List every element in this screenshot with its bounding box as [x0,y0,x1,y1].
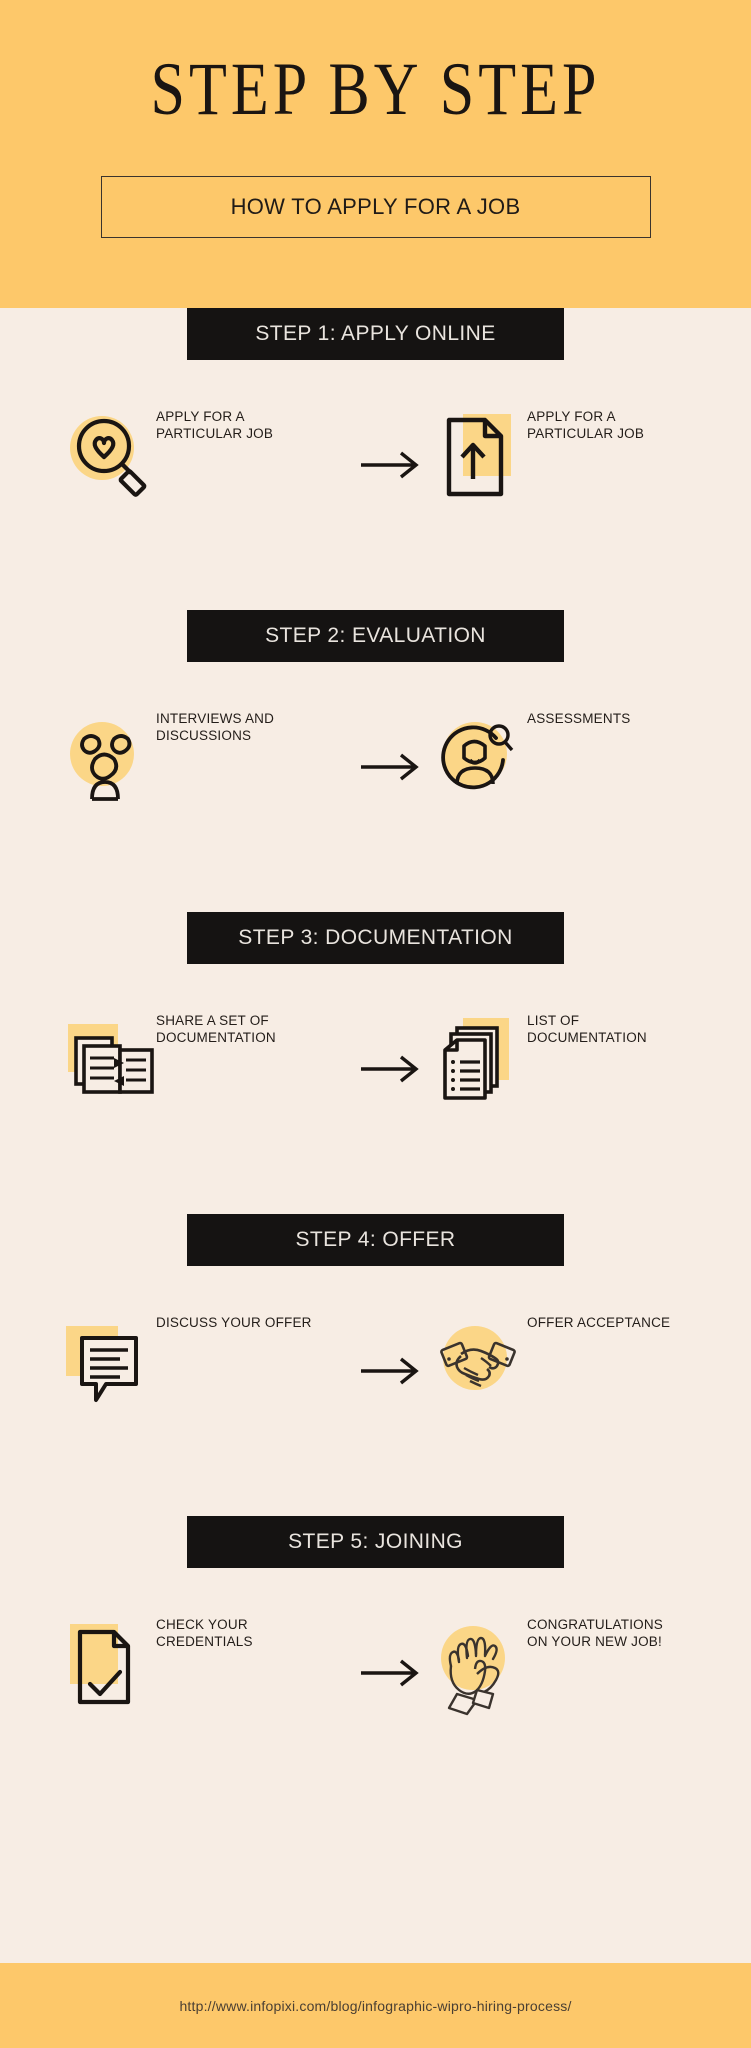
step-bar: STEP 5: JOINING [187,1516,564,1568]
step-item-right: OFFER ACCEPTANCE [433,1308,718,1416]
step-bar: STEP 2: EVALUATION [187,610,564,662]
people-group-icon [62,704,154,812]
handshake-icon [433,1308,525,1416]
step-item-left: APPLY FOR A PARTICULAR JOB [62,402,347,510]
magnifier-heart-icon [62,402,154,510]
step-bar-label: STEP 1: APPLY ONLINE [255,322,496,345]
arrow-right-icon [347,1610,433,1688]
step-item-label: SHARE A SET OF DOCUMENTATION [156,1013,276,1046]
step-row: CHECK YOUR CREDENTIALS [0,1610,751,1718]
arrow-right-icon [347,402,433,480]
steps-container: STEP 1: APPLY ONLINE APPLY FOR A PARTICU… [0,308,751,1818]
document-stack-list-icon [433,1006,525,1114]
step-item-right: CONGRATULATIONS ON YOUR NEW JOB! [433,1610,718,1718]
speech-bubble-icon [62,1308,154,1416]
person-search-icon [433,704,525,812]
header-banner: STEP BY STEP HOW TO APPLY FOR A JOB [0,0,751,308]
step-item-label: DISCUSS YOUR OFFER [156,1315,312,1330]
step-bar: STEP 4: OFFER [187,1214,564,1266]
document-check-icon [62,1610,154,1718]
step-item-label: OFFER ACCEPTANCE [527,1315,671,1330]
step-item-label: INTERVIEWS AND DISCUSSIONS [156,711,275,744]
step-item-right: APPLY FOR A PARTICULAR JOB [433,402,718,510]
step-item-left: SHARE A SET OF DOCUMENTATION [62,1006,347,1114]
step-block: STEP 4: OFFER DISCUSS YOUR OFFER [0,1214,751,1516]
step-block: STEP 5: JOINING CHECK YOUR CREDENTIALS [0,1516,751,1818]
step-row: APPLY FOR A PARTICULAR JOB [0,402,751,510]
step-item-left: CHECK YOUR CREDENTIALS [62,1610,347,1718]
step-item-label: APPLY FOR A PARTICULAR JOB [527,409,645,442]
step-bar-label: STEP 5: JOINING [288,1530,463,1553]
arrow-right-icon [347,1006,433,1084]
step-item-label: ASSESSMENTS [527,711,631,726]
step-item-left: INTERVIEWS AND DISCUSSIONS [62,704,347,812]
step-bar-label: STEP 2: EVALUATION [265,624,486,647]
step-block: STEP 1: APPLY ONLINE APPLY FOR A PARTICU… [0,308,751,610]
step-bar-label: STEP 4: OFFER [295,1228,456,1251]
step-item-label: APPLY FOR A PARTICULAR JOB [156,409,274,442]
step-bar: STEP 1: APPLY ONLINE [187,308,564,360]
step-row: DISCUSS YOUR OFFER [0,1308,751,1416]
arrow-right-icon [347,704,433,782]
step-item-label: CONGRATULATIONS ON YOUR NEW JOB! [527,1617,664,1650]
step-item-right: LIST OF DOCUMENTATION [433,1006,718,1114]
step-bar: STEP 3: DOCUMENTATION [187,912,564,964]
subtitle-text: HOW TO APPLY FOR A JOB [230,194,521,219]
step-item-label: CHECK YOUR CREDENTIALS [156,1617,253,1650]
source-url[interactable]: http://www.infopixi.com/blog/infographic… [179,1997,572,2014]
step-row: INTERVIEWS AND DISCUSSIONS [0,704,751,812]
document-transfer-icon [62,1006,154,1114]
step-item-right: ASSESSMENTS [433,704,718,812]
step-row: SHARE A SET OF DOCUMENTATION [0,1006,751,1114]
footer-banner: http://www.infopixi.com/blog/infographic… [0,1963,751,2048]
step-item-label: LIST OF DOCUMENTATION [527,1013,647,1046]
step-item-left: DISCUSS YOUR OFFER [62,1308,347,1416]
arrow-right-icon [347,1308,433,1386]
page-title: STEP BY STEP [150,48,601,132]
subtitle-box: HOW TO APPLY FOR A JOB [100,176,651,238]
step-block: STEP 2: EVALUATION INTERVIEWS AND DISCUS… [0,610,751,912]
step-bar-label: STEP 3: DOCUMENTATION [238,926,513,949]
step-block: STEP 3: DOCUMENTATION [0,912,751,1214]
document-upload-icon [433,402,525,510]
clapping-hands-icon [433,1610,525,1718]
